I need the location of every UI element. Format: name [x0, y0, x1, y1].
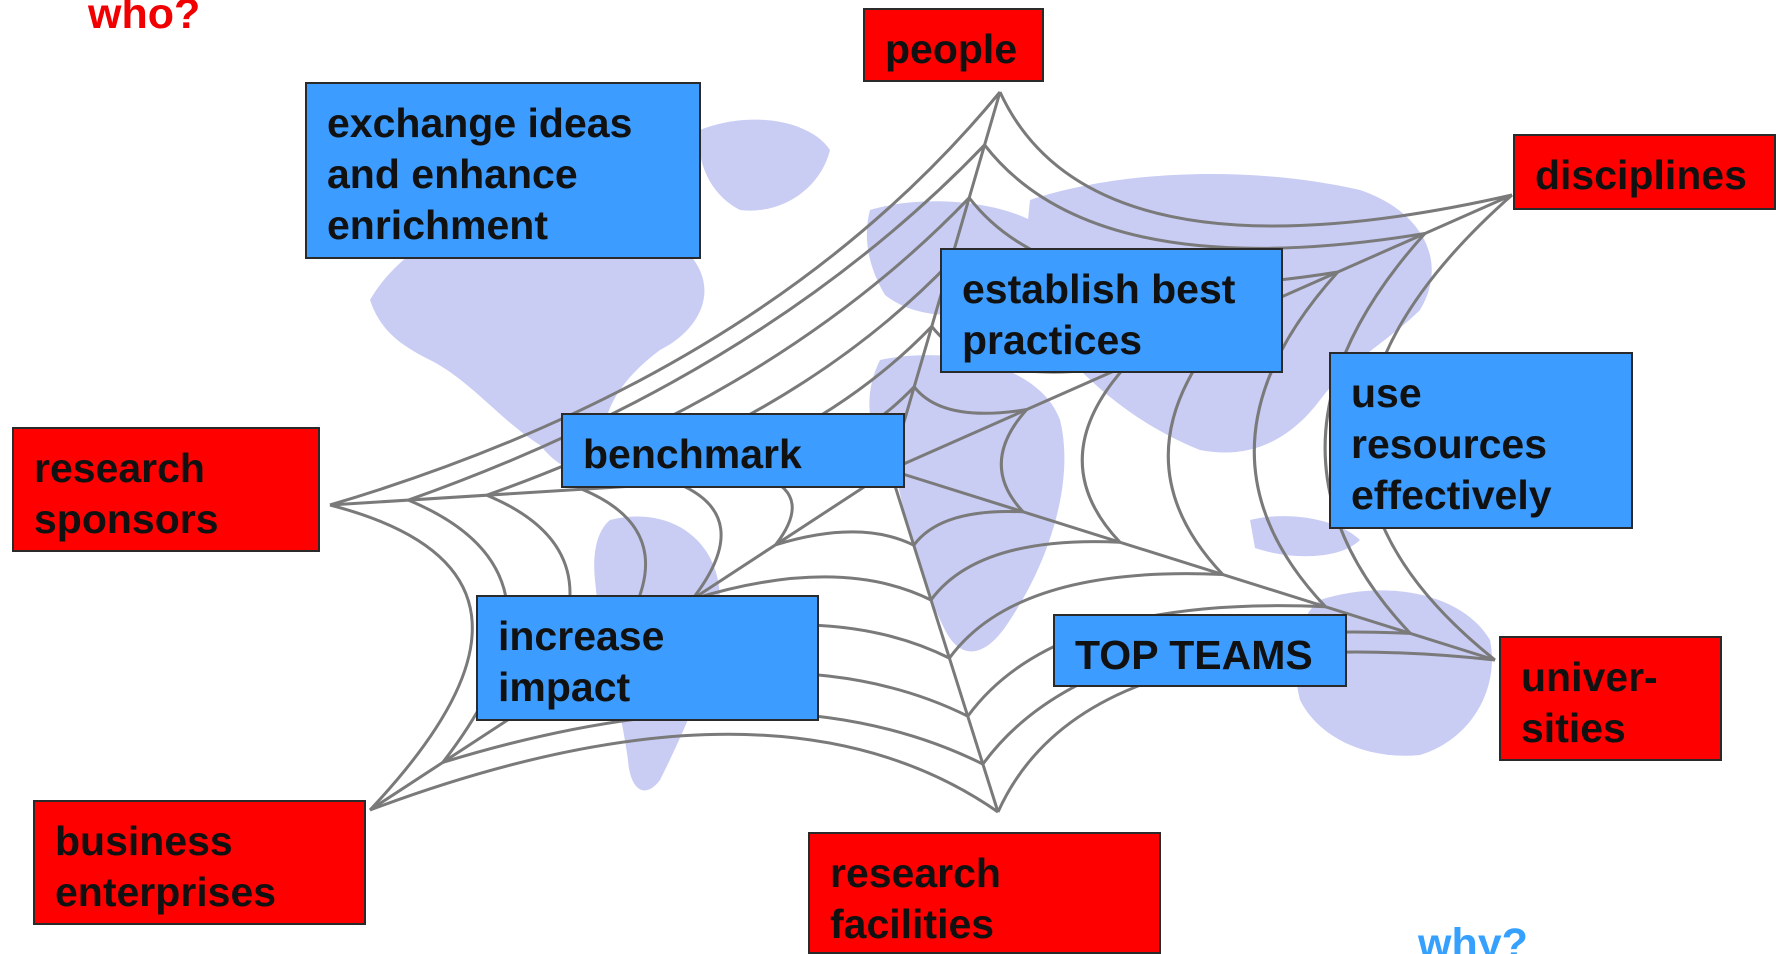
top-teams-box: TOP TEAMS: [1053, 614, 1347, 687]
web-edge-5: [329, 503, 474, 812]
web-ring-1-2: [999, 408, 1028, 513]
web-ring-5-6: [407, 143, 986, 502]
web-ring-1-3: [912, 509, 1024, 547]
research-sponsors-box: research sponsors: [12, 427, 320, 552]
web-edge-4: [369, 732, 999, 814]
web-ring-2-3: [929, 540, 1120, 601]
greenland-shape: [699, 119, 830, 211]
web-ring-1-1: [913, 385, 1028, 415]
exchange-ideas-box: exchange ideas and enhance enrichment: [305, 82, 701, 259]
web-ring-2-5: [676, 481, 723, 601]
web-ring-5-2: [1323, 232, 1427, 635]
universities-box: univer- sities: [1499, 636, 1722, 761]
why-heading: why?: [1418, 920, 1528, 954]
increase-impact-box: increase impact: [476, 595, 819, 721]
disciplines-box: disciplines: [1513, 134, 1776, 210]
research-facilities-box: research facilities: [808, 832, 1161, 954]
use-resources-box: use resources effectively: [1329, 352, 1633, 529]
web-ring-1-4: [775, 530, 915, 547]
who-heading: who?: [88, 0, 201, 38]
establish-best-practices-box: establish best practices: [940, 248, 1283, 373]
web-spoke-4: [888, 469, 1000, 813]
africa-shape: [869, 355, 1065, 652]
web-ring-2-2: [1080, 364, 1128, 544]
web-edge-6: [329, 91, 1002, 507]
web-ring-2-4: [691, 575, 932, 602]
benchmark-box: benchmark: [561, 413, 905, 488]
web-ring-5-1: [983, 143, 1426, 250]
web-ring-3-3: [948, 572, 1223, 659]
people-box: people: [863, 8, 1044, 82]
web-spoke-3: [889, 468, 1496, 662]
web-ring-4-2: [1252, 270, 1339, 608]
business-enterprises-box: business enterprises: [33, 800, 366, 925]
web-edge-1: [998, 91, 1513, 228]
